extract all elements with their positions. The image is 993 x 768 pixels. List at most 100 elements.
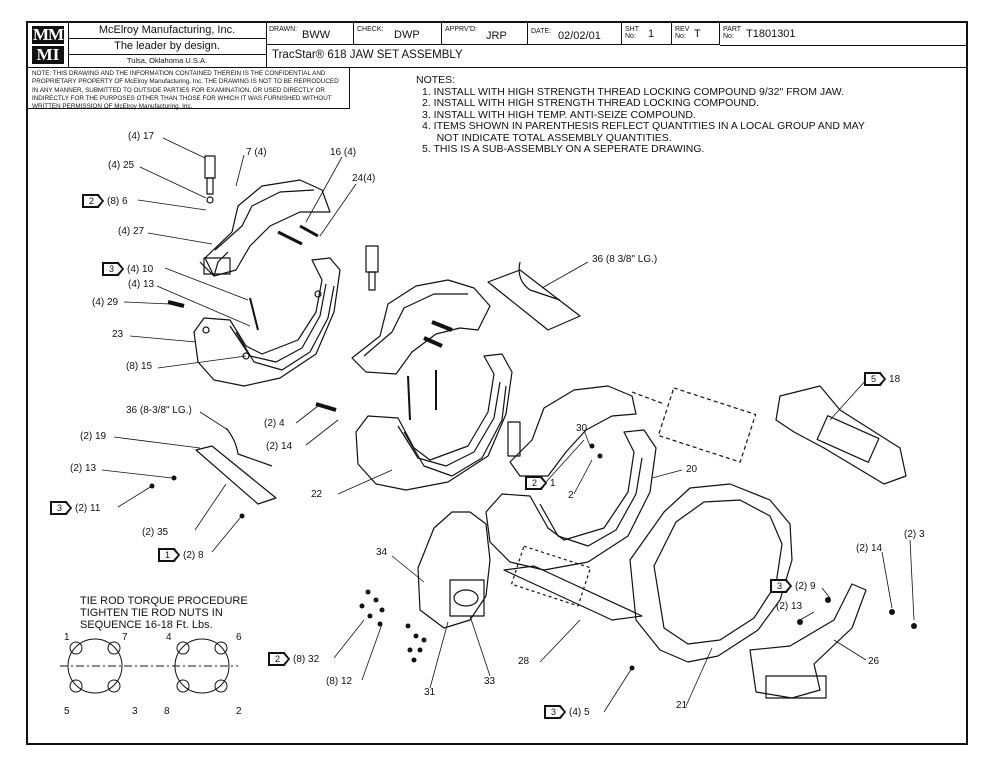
torque-num-6: 6 [236, 632, 242, 643]
cylinder-assembly [631, 387, 757, 463]
callout-label: (2) 19 [80, 431, 106, 442]
sheet-field: SHT No: 1 [622, 23, 672, 45]
callout-text: (2) 8 [183, 550, 204, 561]
callout-label: (8) 15 [126, 361, 152, 372]
note-flag-inner [84, 196, 102, 206]
part-value: T1801301 [746, 28, 796, 40]
drawn-field: DRAWN: BWW [266, 23, 354, 45]
callout-label: 26 [868, 656, 879, 667]
torque-line-1: TIE ROD TORQUE PROCEDURE [80, 595, 248, 607]
callout-text: (2) 19 [80, 431, 107, 442]
note-flag: 3 [770, 579, 793, 593]
callout-text: (4) 29 [92, 297, 119, 308]
callout-text: (8) 12 [326, 676, 353, 687]
note-flag: 3 [102, 262, 125, 276]
note-4-continued: NOT INDICATE TOTAL ASSEMBLY QUANTITIES. [422, 131, 672, 144]
cylinder-lower [510, 545, 592, 607]
callout-text: (4) 10 [127, 264, 154, 275]
note-flag-number: 2 [532, 478, 538, 488]
callout-label: 3(4) 10 [102, 262, 153, 276]
callout-label: 33 [484, 676, 495, 687]
sheet-value: 1 [648, 28, 655, 40]
callout-label: 22 [311, 489, 322, 500]
note-flag-inner [270, 654, 288, 664]
callout-text: 22 [311, 489, 323, 500]
jaw-lower-left [193, 257, 341, 387]
rev-field: REV No: T [672, 23, 720, 45]
callout-text: (2) 13 [776, 601, 803, 612]
note-flag-number: 5 [871, 374, 877, 384]
callout-text: (4) 5 [569, 707, 590, 718]
callout-label: (4) 13 [128, 279, 154, 290]
callout-label: 28 [518, 656, 529, 667]
torque-line-2: TIGHTEN TIE ROD NUTS IN [80, 607, 223, 619]
callout-text: (2) 4 [264, 418, 285, 429]
jaw-upper-arch-left [199, 179, 331, 277]
callout-label: (2) 4 [264, 418, 285, 429]
callout-text: 36 (8 3/8" LG.) [592, 254, 658, 265]
note-flag: 3 [50, 501, 73, 515]
callout-text: 33 [484, 676, 496, 687]
torque-num-3: 3 [132, 706, 138, 717]
callout-label: 5 18 [864, 372, 900, 386]
callout-label: (4) 17 [128, 131, 154, 142]
rev-value: T [694, 28, 701, 40]
callout-text: (2) 9 [795, 581, 816, 592]
leader-lines [101, 137, 915, 713]
part-25-nut [206, 196, 214, 204]
callout-label: 21 [676, 700, 687, 711]
callout-label: 3(2) 11 [50, 501, 100, 515]
torque-line-3: SEQUENCE 16-18 Ft. Lbs. [80, 619, 213, 631]
callout-text: (2) 3 [904, 529, 925, 540]
notes-heading: NOTES: [416, 74, 456, 86]
torque-num-2: 2 [236, 706, 242, 717]
callout-text: (4) 17 [128, 131, 155, 142]
callout-text: 24(4) [352, 173, 376, 184]
part-36-plate-upper [487, 261, 581, 331]
callout-text: 26 [868, 656, 880, 667]
callout-text: (4) 13 [128, 279, 155, 290]
torque-num-8: 8 [164, 706, 170, 717]
company-tagline: The leader by design. [68, 39, 266, 55]
jaw-lower-middle [355, 353, 513, 491]
callout-text: (2) 14 [856, 543, 883, 554]
callout-text: (8) 32 [293, 654, 320, 665]
callout-text: (2) 11 [75, 503, 101, 514]
note-flag: 2 [525, 476, 548, 490]
callout-label: 7 (4) [246, 147, 267, 158]
torque-procedure: TIE ROD TORQUE PROCEDURE TIGHTEN TIE ROD… [80, 595, 248, 631]
callout-label: (8) 12 [326, 676, 352, 687]
drawing-sheet: MM MI McElroy Manufacturing, Inc. The le… [26, 21, 968, 745]
callout-text: 34 [376, 547, 388, 558]
note-3: 3. INSTALL WITH HIGH TEMP. ANTI-SEIZE CO… [422, 108, 696, 121]
jaw-upper-arch-middle [351, 245, 491, 375]
callout-text: 31 [424, 687, 436, 698]
notes-block: NOTES: 1. INSTALL WITH HIGH STRENGTH THR… [416, 74, 865, 156]
callout-text: 2 [568, 490, 574, 501]
part-31-frame-assembly [417, 511, 491, 629]
note-flag-inner [546, 707, 564, 717]
callout-label: (2) 13 [776, 601, 802, 612]
callout-text: (4) 27 [118, 226, 145, 237]
part-19-plate-lower [195, 427, 277, 505]
torque-num-1: 1 [64, 632, 70, 643]
note-flag: 5 [864, 372, 887, 386]
note-flag-inner [527, 478, 545, 488]
callout-text: 21 [676, 700, 688, 711]
callout-label: (2) 35 [142, 527, 168, 538]
callout-label: (4) 25 [108, 160, 134, 171]
callout-text: (8) 6 [107, 196, 128, 207]
note-2: 2. INSTALL WITH HIGH STRENGTH THREAD LOC… [422, 97, 760, 109]
date-value: 02/02/01 [558, 30, 601, 42]
callout-label: (2) 13 [70, 463, 96, 474]
note-5: 5. THIS IS A SUB-ASSEMBLY ON A SEPERATE … [422, 143, 705, 155]
callout-text: 18 [889, 374, 901, 385]
note-4: 4. ITEMS SHOWN IN PARENTHESIS REFLECT QU… [422, 120, 865, 132]
callout-text: 1 [550, 478, 556, 489]
part-26-bracket [749, 583, 867, 699]
note-flag-inner [160, 550, 178, 560]
note-flag-number: 3 [777, 581, 783, 591]
part-field: PART No: T1801301 [720, 23, 966, 46]
